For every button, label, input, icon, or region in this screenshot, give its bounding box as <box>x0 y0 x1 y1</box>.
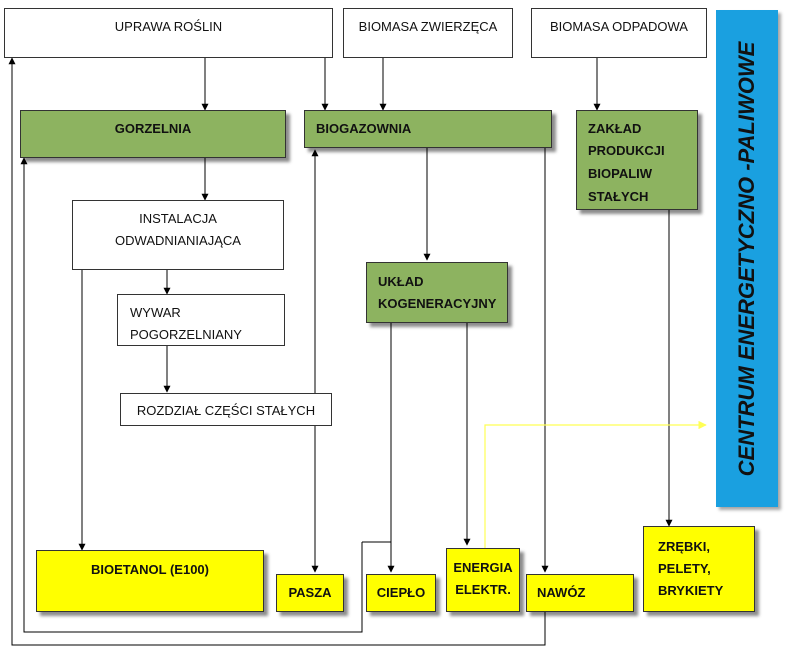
source-biomasa-zwierzeca: BIOMASA ZWIERZĘCA <box>343 8 513 58</box>
nawoz-label: NAWÓZ <box>537 585 586 600</box>
process-instalacja: INSTALACJA ODWADNIANIAJĄCA <box>72 200 284 270</box>
wywar-line-1: WYWAR <box>130 305 181 320</box>
energia-line-1: ENERGIA <box>453 560 513 575</box>
product-nawoz: NAWÓZ <box>526 574 634 612</box>
energy-center-label: CENTRUM ENERGETYCZNO -PALIWOWE <box>734 41 759 476</box>
arrow-energia-centrum <box>484 420 707 548</box>
plant-gorzelnia: GORZELNIA <box>20 110 286 158</box>
energy-center-banner: CENTRUM ENERGETYCZNO -PALIWOWE <box>716 10 778 507</box>
instalacja-line-2: ODWADNIANIAJĄCA <box>115 233 241 248</box>
plant-biogazownia: BIOGAZOWNIA <box>304 110 552 148</box>
source-biomasa-odpadowa: BIOMASA ODPADOWA <box>531 8 707 58</box>
product-zrebki: ZRĘBKI, PELETY, BRYKIETY <box>643 526 755 612</box>
source-odpadowa-label: BIOMASA ODPADOWA <box>550 19 688 34</box>
plant-gorzelnia-label: GORZELNIA <box>114 121 192 136</box>
rozdzial-label: ROZDZIAŁ CZĘŚCI STAŁYCH <box>136 403 316 418</box>
zrebki-line-1: ZRĘBKI, <box>658 539 710 554</box>
arrow-cieplo-gorzelnia <box>20 157 363 633</box>
kogeneracja-line-1: UKŁAD <box>378 274 424 289</box>
kogeneracja-line-2: KOGENERACYJNY <box>378 296 497 311</box>
instalacja-line-1: INSTALACJA <box>139 211 217 226</box>
cieplo-label: CIEPŁO <box>376 585 426 600</box>
product-cieplo: CIEPŁO <box>366 574 436 612</box>
wywar-line-2: POGORZELNIANY <box>130 327 242 342</box>
process-kogeneracja: UKŁAD KOGENERACYJNY <box>366 262 508 323</box>
source-uprawa-label: UPRAWA ROŚLIN <box>114 19 223 34</box>
product-pasza: PASZA <box>276 574 344 612</box>
source-zwierzeca-label: BIOMASA ZWIERZĘCA <box>358 19 498 34</box>
process-rozdzial: ROZDZIAŁ CZĘŚCI STAŁYCH <box>120 393 332 426</box>
process-wywar: WYWAR POGORZELNIANY <box>117 294 285 346</box>
zaklad-line-3: BIOPALIW <box>588 166 653 181</box>
plant-zaklad-biopaliw: ZAKŁAD PRODUKCJI BIOPALIW STAŁYCH <box>576 110 698 210</box>
arrow-nawoz-uprawa <box>8 57 546 646</box>
zaklad-line-1: ZAKŁAD <box>588 121 642 136</box>
product-energia: ENERGIA ELEKTR. <box>446 548 520 612</box>
zaklad-line-2: PRODUKCJI <box>588 143 665 158</box>
zrebki-line-2: PELETY, <box>658 561 711 576</box>
energia-line-2: ELEKTR. <box>455 582 511 597</box>
source-uprawa-roslin: UPRAWA ROŚLIN <box>4 8 333 58</box>
plant-biogazownia-label: BIOGAZOWNIA <box>316 121 412 136</box>
zaklad-line-4: STAŁYCH <box>588 189 649 204</box>
pasza-label: PASZA <box>288 585 332 600</box>
zrebki-line-3: BRYKIETY <box>658 583 724 598</box>
bioetanol-label: BIOETANOL (E100) <box>91 562 209 577</box>
product-bioetanol: BIOETANOL (E100) <box>36 550 264 612</box>
